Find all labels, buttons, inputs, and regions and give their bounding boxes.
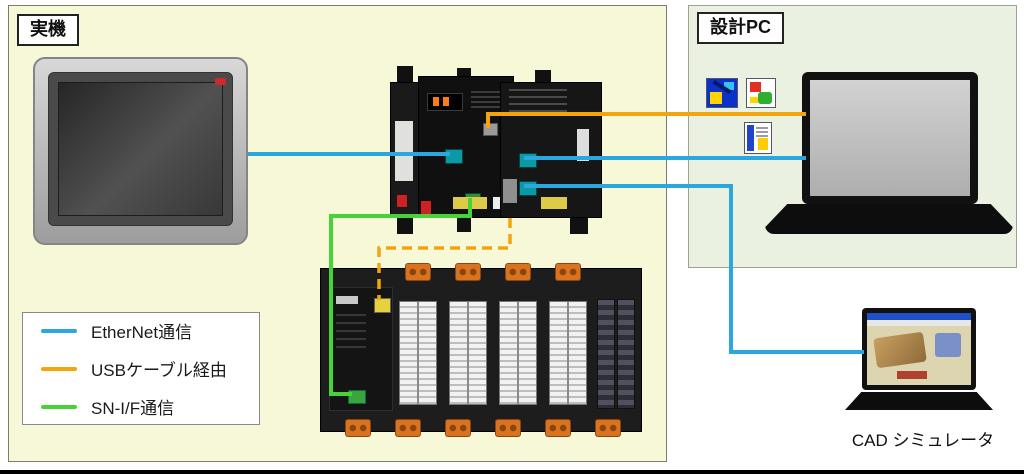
terminal-clamp	[445, 419, 471, 437]
hmi-touch-panel	[33, 57, 248, 245]
design-pc-laptop	[765, 70, 1013, 236]
image-bottom-border	[0, 470, 1024, 474]
legend-label-ethernet: EtherNet通信	[91, 323, 193, 342]
usb-line-swatch	[41, 366, 77, 371]
hmi-bezel	[48, 72, 233, 226]
cad-laptop-display	[867, 313, 971, 385]
power-supply-label	[395, 121, 413, 181]
layout-app-icon	[746, 78, 776, 108]
module-text-area	[509, 89, 567, 117]
io-terminal-block	[449, 301, 487, 405]
display-digit	[443, 97, 449, 106]
terminal-clamp	[555, 263, 581, 281]
laptop-display	[810, 80, 970, 196]
io-terminal-block	[499, 301, 537, 405]
legend-label-snif: SN-I/F通信	[91, 399, 175, 418]
cpu-terminal	[421, 201, 431, 215]
io-side-connector	[597, 299, 615, 409]
legend-item-ethernet: EtherNet通信	[23, 318, 259, 343]
cad-laptop-keyboard-base	[845, 392, 993, 410]
terminal-clamp	[595, 419, 621, 437]
io-snif-connector	[348, 390, 366, 404]
legend-label-usb: USBケーブル経由	[91, 361, 227, 380]
icon-shape	[756, 127, 768, 137]
io-side-connector	[617, 299, 635, 409]
machine-frame-label: 実機	[17, 14, 79, 46]
terminal-clamp	[545, 419, 571, 437]
io-status-label	[336, 296, 358, 304]
hmi-screen	[58, 82, 223, 216]
remote-io-unit	[320, 263, 642, 437]
terminal-clamp	[505, 263, 531, 281]
module-side-label	[577, 129, 589, 161]
module-ethernet-port-2	[519, 181, 537, 196]
cad-simulator-label: CAD シミュレータ	[851, 431, 995, 450]
cad-window-titlebar	[867, 313, 971, 320]
cad-model-graphic	[873, 331, 927, 369]
icon-shape	[758, 92, 772, 104]
module-warning-label	[541, 197, 567, 209]
power-supply-terminal	[397, 195, 407, 207]
module-connector	[503, 179, 517, 203]
terminal-clamp	[455, 263, 481, 281]
io-detail-lines	[336, 314, 366, 354]
terminal-clamp	[345, 419, 371, 437]
icon-shape	[747, 125, 754, 151]
machine-frame-label-text: 実機	[30, 19, 66, 39]
icon-shape	[750, 97, 758, 103]
io-usb-connector	[374, 298, 391, 313]
plc-assembly	[385, 66, 612, 236]
laptop-screen	[802, 72, 978, 204]
icon-shape	[710, 92, 722, 104]
legend-item-usb: USBケーブル経由	[23, 356, 259, 381]
din-rail-tab	[535, 70, 551, 82]
icon-shape	[724, 82, 734, 90]
io-terminal-block	[549, 301, 587, 405]
ethernet-line-swatch	[41, 328, 77, 333]
laptop-keyboard-base	[765, 204, 1013, 234]
din-rail-tab	[397, 66, 413, 82]
cad-window-toolbar	[867, 320, 971, 326]
icon-shape	[758, 138, 768, 150]
cad-simulator-laptop	[845, 308, 993, 410]
design-pc-frame-label-text: 設計PC	[710, 17, 772, 37]
module-ethernet-port-1	[519, 153, 537, 168]
design-pc-frame-label: 設計PC	[697, 12, 785, 44]
snif-line-swatch	[41, 404, 77, 409]
legend: EtherNet通信 USBケーブル経由 SN-I/F通信	[22, 312, 260, 425]
din-rail-tab	[457, 216, 471, 232]
cpu-seven-segment-display	[427, 93, 463, 111]
cad-model-graphic	[897, 371, 927, 379]
io-terminal-block	[399, 301, 437, 405]
icon-shape	[750, 82, 761, 92]
cpu-usb-port	[483, 123, 498, 136]
cpu-warning-label	[453, 197, 487, 209]
display-digit	[433, 97, 439, 106]
plc-power-supply-module	[390, 82, 420, 216]
plc-engineering-app-icon	[706, 78, 738, 108]
cpu-vents	[471, 91, 503, 111]
hmi-power-led	[215, 78, 226, 85]
terminal-clamp	[405, 263, 431, 281]
cad-panel-graphic	[935, 333, 961, 357]
legend-item-snif: SN-I/F通信	[23, 394, 259, 419]
cpu-ethernet-port	[445, 149, 463, 164]
terminal-clamp	[495, 419, 521, 437]
io-head-module	[329, 287, 393, 411]
plc-network-module	[500, 82, 602, 218]
plc-cpu-module	[418, 76, 514, 218]
din-rail-tab	[570, 216, 588, 234]
cad-laptop-screen	[862, 308, 976, 390]
terminal-clamp	[395, 419, 421, 437]
